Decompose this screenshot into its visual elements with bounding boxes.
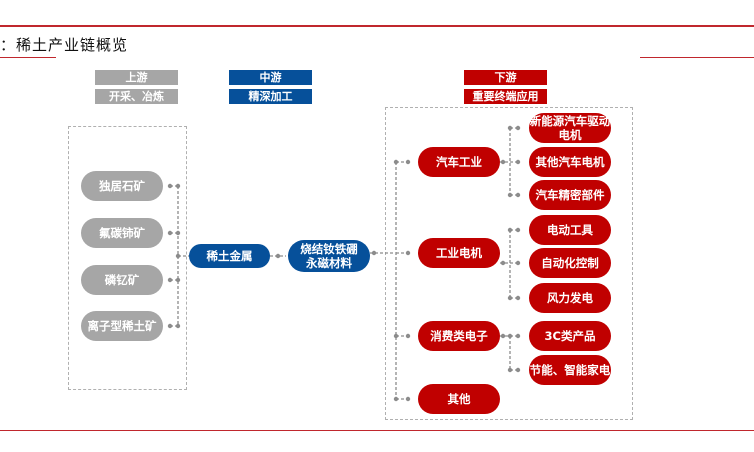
node-ionic-clay-ore: 离子型稀土矿: [81, 311, 163, 341]
node-3c-products: 3C类产品: [529, 321, 611, 351]
node-bastnaesite: 氟碳铈矿: [81, 218, 163, 248]
node-other-auto-motor: 其他汽车电机: [529, 147, 611, 177]
downstream-subheader: 重要终端应用: [464, 89, 547, 104]
bottom-rule: [0, 430, 754, 431]
upstream-subheader: 开采、冶炼: [95, 89, 178, 104]
top-rule: [0, 25, 754, 27]
midstream-header: 中游: [229, 70, 312, 85]
node-nev-drive-motor: 新能源汽车驱动 电机: [529, 113, 611, 143]
node-sintered-ndfeb: 烧结钕铁硼 永磁材料: [288, 240, 370, 272]
upstream-box: [68, 126, 187, 390]
node-automotive: 汽车工业: [418, 147, 500, 177]
node-smart-appliances: 节能、智能家电: [529, 355, 611, 385]
node-industrial-motor: 工业电机: [418, 238, 500, 268]
node-auto-precision-parts: 汽车精密部件: [529, 180, 611, 210]
ndfeb-line2: 永磁材料: [306, 256, 352, 270]
node-power-tools: 电动工具: [529, 215, 611, 245]
figure-title: ：稀土产业链概览: [0, 36, 129, 54]
midstream-subheader: 精深加工: [229, 89, 312, 104]
upstream-header: 上游: [95, 70, 178, 85]
downstream-box: [385, 107, 633, 420]
nev-line2: 电机: [558, 128, 582, 142]
node-automation-control: 自动化控制: [529, 248, 611, 278]
downstream-header: 下游: [464, 70, 547, 85]
title-underline: [0, 57, 56, 58]
node-other: 其他: [418, 384, 500, 414]
node-xenotime: 磷钇矿: [81, 265, 163, 295]
nev-line1: 新能源汽车驱动: [529, 114, 611, 128]
node-monazite: 独居石矿: [81, 171, 163, 201]
right-underline: [640, 57, 754, 58]
ndfeb-line1: 烧结钕铁硼: [300, 242, 358, 256]
node-wind-power: 风力发电: [529, 283, 611, 313]
node-consumer-electronics: 消费类电子: [418, 321, 500, 351]
node-rare-earth-metal: 稀土金属: [189, 244, 270, 268]
